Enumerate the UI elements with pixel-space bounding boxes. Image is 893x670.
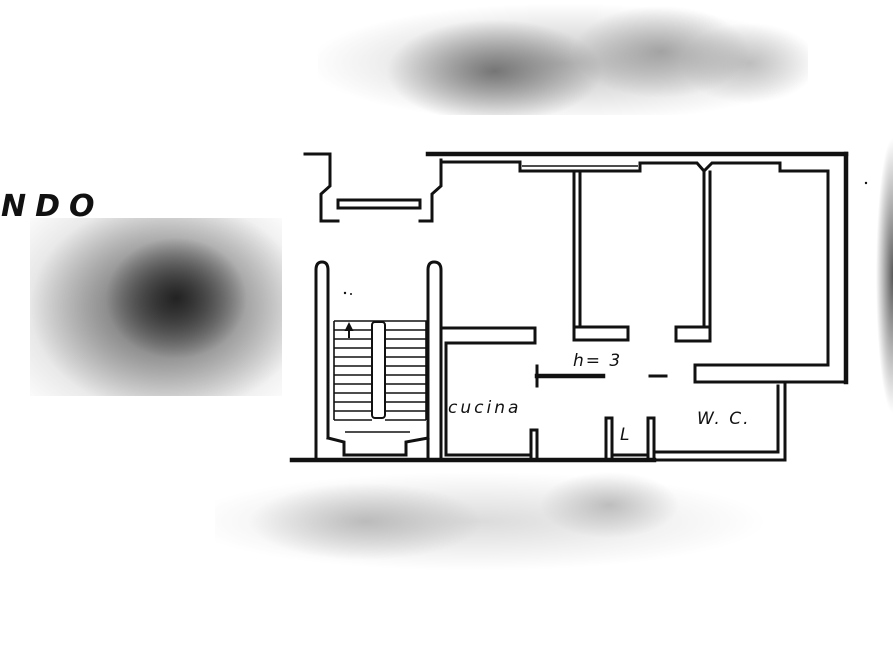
stair-right-wall: [426, 260, 443, 462]
stair-arrow-icon: [344, 322, 354, 338]
partition-wall-a: [572, 170, 582, 329]
stair-outline: [333, 320, 427, 421]
redacted-region-bottom: [215, 472, 795, 582]
scan-speck: [864, 181, 868, 185]
stair-landing-niche: [326, 436, 430, 457]
side-label: NDO: [1, 189, 104, 224]
loggia-left-wall: [303, 152, 340, 223]
stair-center-wall: [371, 321, 386, 419]
redacted-region-left: [30, 218, 282, 396]
partition-wall-b: [702, 170, 712, 329]
scan-speck: [350, 293, 352, 295]
closet-label: L: [620, 425, 631, 445]
redacted-region-right: [876, 138, 893, 413]
kitchen-walls: [439, 326, 537, 457]
partition-wall-a-end: [572, 325, 630, 342]
kitchen-label: cucina: [448, 398, 521, 418]
closet-left-wall: [604, 416, 614, 460]
scan-speck: [343, 291, 347, 295]
partition-wall-b-end: [674, 325, 712, 343]
redacted-region-top: [318, 0, 808, 115]
top-wall-inner: [439, 160, 830, 174]
wc-bottom-wall: [652, 450, 787, 462]
ceiling-height-label: h= 3: [573, 351, 622, 371]
wc-right-wall: [776, 382, 787, 462]
kitchen-right-wall: [529, 428, 539, 462]
right-room-bottom-wall: [693, 363, 848, 384]
loggia-window: [336, 198, 422, 210]
stair-left-wall: [314, 260, 330, 462]
loggia-right-wall: [418, 158, 443, 223]
wc-label: W. C.: [697, 409, 751, 429]
